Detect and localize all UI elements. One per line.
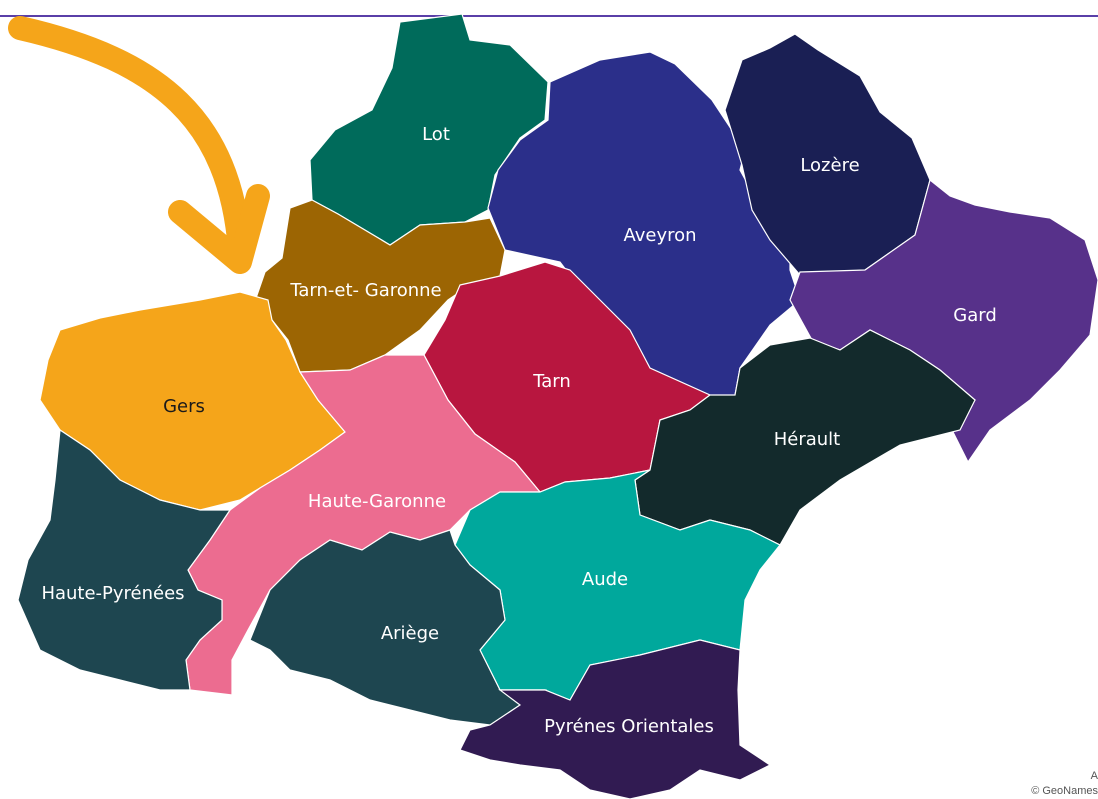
map-attribution-letter: A	[1090, 770, 1098, 782]
department-label-lozere: Lozère	[800, 155, 859, 176]
department-haute-garonne[interactable]	[185, 354, 542, 696]
department-label-hautes-pyrenees: Haute-Pyrénées	[41, 583, 184, 604]
department-label-lot: Lot	[422, 124, 450, 145]
department-hautes-pyrenees[interactable]	[17, 428, 232, 691]
department-aveyron[interactable]	[487, 51, 801, 401]
department-label-pyrenees-orientales: Pyrénes Orientales	[544, 716, 714, 737]
department-label-aveyron: Aveyron	[623, 225, 696, 246]
department-label-gers: Gers	[163, 396, 205, 417]
department-label-tarn: Tarn	[532, 371, 571, 392]
department-label-tarn-et-garonne: Tarn-et- Garonne	[289, 280, 441, 301]
department-herault[interactable]	[634, 329, 976, 546]
department-pyrenees-orientales[interactable]	[459, 639, 772, 799]
map-attribution-geonames[interactable]: © GeoNames	[1031, 785, 1098, 797]
arrow-icon	[8, 16, 252, 262]
department-label-gard: Gard	[953, 305, 997, 326]
department-label-haute-garonne: Haute-Garonne	[308, 491, 446, 512]
department-label-herault: Hérault	[774, 429, 841, 450]
department-label-ariege: Ariège	[381, 623, 439, 644]
arrow-head-icon	[168, 184, 270, 274]
department-lozere[interactable]	[724, 33, 931, 276]
department-gard[interactable]	[789, 178, 1098, 464]
department-label-aude: Aude	[582, 569, 628, 590]
